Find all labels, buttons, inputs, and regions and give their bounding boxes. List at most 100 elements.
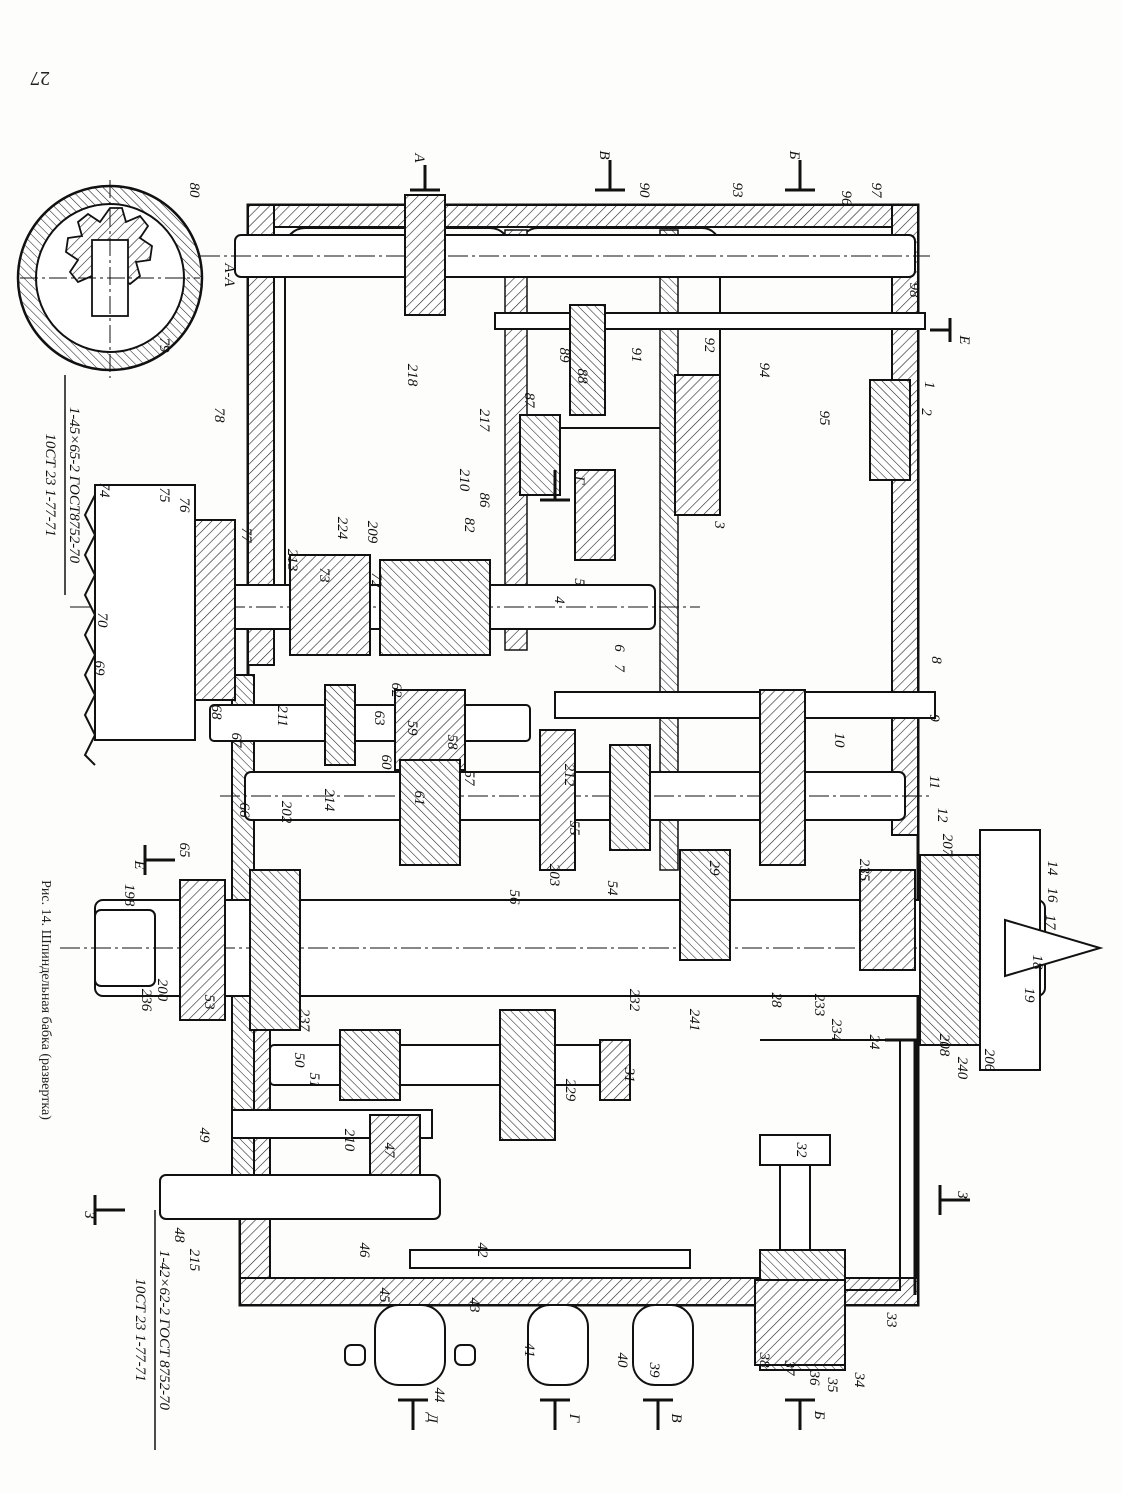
part-label-44: 44 [431,1388,447,1404]
figure-caption: Рис. 14. Шпиндельная бабка (развертка) [38,880,53,1120]
part-label-69: 69 [91,661,107,677]
part-label-86: 86 [476,493,492,509]
part-label-206: 206 [981,1049,997,1072]
part-label-82: 82 [461,518,477,534]
part-label-54: 54 [604,881,620,897]
page-number: 27 [30,67,50,89]
section-mark-5: Е [956,334,972,344]
part-label-24: 24 [866,1035,882,1051]
part-label-37: 37 [781,1360,797,1378]
spline-spec-top-1: 1-45×65-2 ГОСТ8752-70 [66,407,82,564]
part-label-34: 34 [851,1372,867,1389]
part-label-57: 57 [461,771,477,788]
spline-annotation-top: 1-45×65-2 ГОСТ8752-70 10СТ 23 1-77-71 [42,375,82,595]
part-label-211: 211 [274,705,290,726]
part-label-7: 7 [611,664,627,673]
section-mark-10: В [668,1413,684,1422]
part-label-70: 70 [94,613,110,629]
part-label-1: 1 [921,381,937,389]
part-label-12: 12 [934,808,950,824]
part-label-96: 96 [838,191,854,207]
section-mark-8: З [954,1191,970,1199]
part-label-35: 35 [824,1377,840,1394]
part-label-38: 38 [756,1352,772,1369]
part-label-79: 79 [156,338,172,354]
part-label-236: 236 [138,989,154,1012]
part-label-203: 203 [546,864,562,887]
part-label-62: 62 [388,683,404,699]
shafts [60,234,1100,1331]
part-label-75: 75 [156,488,172,504]
part-label-8: 8 [928,656,944,664]
part-label-68: 68 [208,705,224,721]
part-label-55: 55 [566,821,582,837]
part-label-212: 212 [561,764,577,787]
part-label-36: 36 [806,1370,822,1387]
part-label-234: 234 [828,1019,844,1042]
part-label-209: 209 [364,521,380,544]
part-label-9: 9 [926,714,942,722]
part-label-72: 72 [368,573,384,589]
part-label-31: 31 [621,1067,637,1083]
part-label-94: 94 [756,363,772,379]
part-label-80: 80 [186,183,202,199]
section-mark-12: Д [424,1411,440,1424]
part-label-47: 47 [381,1143,397,1160]
part-label-89: 89 [556,348,572,364]
part-label-61: 61 [411,791,427,806]
part-label-16: 16 [1044,888,1060,904]
part-label-229: 229 [562,1079,578,1102]
control-handles [344,1279,846,1386]
part-label-46: 46 [356,1243,372,1259]
part-label-78: 78 [211,408,227,424]
part-label-207: 207 [939,834,955,858]
part-label-2: 2 [918,408,934,416]
part-label-45: 45 [376,1288,392,1304]
part-label-217: 217 [476,409,492,433]
spline-spec-bottom-2: 10СТ 23 1-77-71 [132,1278,148,1381]
part-label-198: 198 [121,884,137,907]
spline-spec-bottom-1: 1-42×62-2 ГОСТ 8752-70 [156,1250,172,1411]
part-label-63: 63 [371,711,387,726]
part-label-65: 65 [176,843,192,859]
part-labels: 8079782182102178789889190929394959697981… [91,183,1060,1404]
part-label-241: 241 [686,1009,702,1032]
part-label-210: 210 [456,469,472,492]
part-label-232: 232 [626,989,642,1012]
part-label-76: 76 [176,498,192,514]
section-a-a: А-А [16,180,237,378]
part-label-40: 40 [614,1353,630,1369]
part-label-43: 43 [466,1298,482,1313]
part-label-88: 88 [574,369,590,385]
part-label-97: 97 [868,183,884,200]
section-mark-1: А [411,152,427,163]
section-mark-2: В [596,150,612,159]
section-mark-9: Б [811,1410,827,1420]
section-mark-11: Г [566,1413,582,1424]
part-label-66: 66 [236,803,252,819]
part-label-14: 14 [1044,861,1060,877]
part-label-32: 32 [793,1142,809,1159]
part-label-19: 19 [1021,988,1037,1004]
part-label-50: 50 [291,1053,307,1069]
section-marks [93,160,970,1430]
part-label-33: 33 [883,1312,899,1328]
part-label-28: 28 [768,993,784,1009]
part-label-56: 56 [506,890,522,906]
part-label-6: 6 [611,644,627,652]
part-label-18: 18 [1029,955,1045,971]
part-label-60: 60 [378,755,394,771]
part-label-10: 10 [831,733,847,749]
part-label-91: 91 [628,348,644,363]
pulley [83,484,236,766]
part-label-51: 51 [306,1073,322,1088]
part-label-200: 200 [154,979,170,1002]
part-label-210: 210 [341,1129,357,1152]
part-label-41: 41 [521,1343,537,1358]
part-label-237: 237 [296,1009,312,1033]
part-label-90: 90 [636,183,652,199]
part-label-213: 213 [284,549,300,572]
